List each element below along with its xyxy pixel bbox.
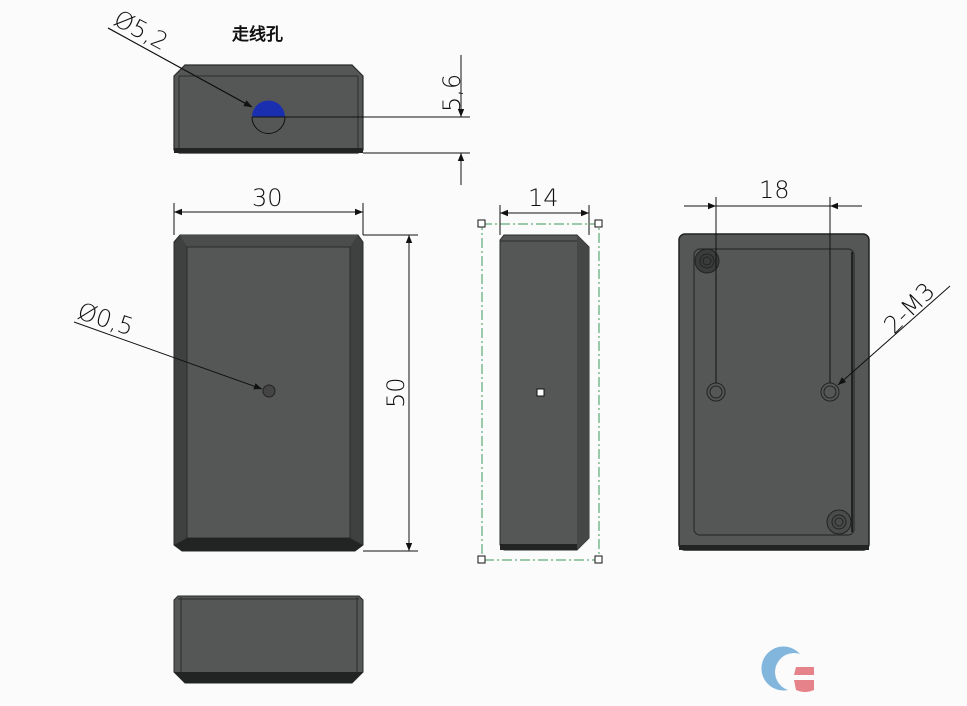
hole-diameter-label: Ø5,2 — [109, 5, 173, 57]
width-label: 30 — [252, 184, 283, 212]
thread-callout-label: 2-M3 — [878, 277, 940, 339]
small-hole-diameter-label: Ø0,5 — [74, 297, 137, 341]
back-view: 18 2-M3 — [678, 176, 951, 551]
front-view: Ø0,5 30 50 — [73, 184, 418, 552]
hole-spacing-label: 18 — [759, 176, 790, 204]
depth-label: 14 — [528, 184, 559, 212]
hole-offset-label: 5,6 — [438, 74, 466, 112]
bottom-view — [173, 595, 364, 684]
mount-hole-top-left — [694, 248, 720, 274]
height-label: 50 — [382, 377, 410, 408]
circle-logo-icon — [761, 646, 814, 692]
mount-hole-bottom-right — [826, 509, 852, 535]
cable-hole-label: 走线孔 — [232, 24, 283, 45]
side-view: 14 — [477, 184, 603, 564]
cable-hole — [251, 100, 286, 134]
top-view: Ø5,2 走线孔 5,6 — [107, 5, 470, 185]
